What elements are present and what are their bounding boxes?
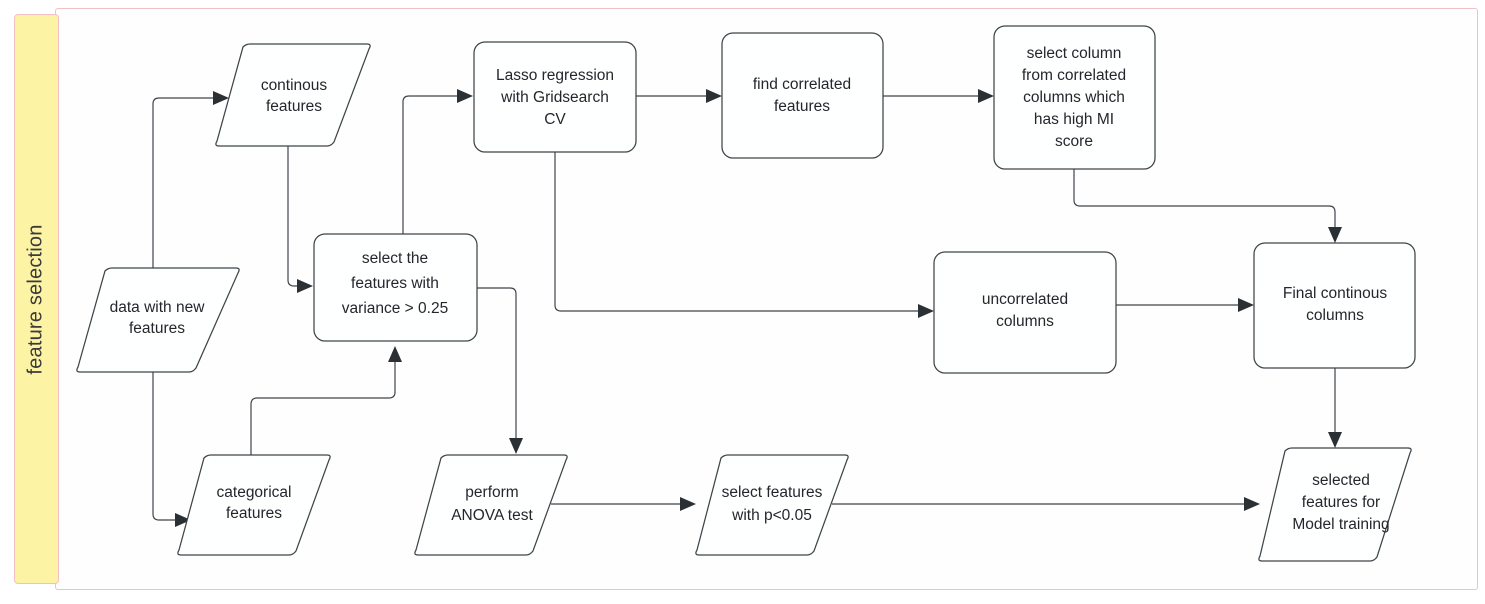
node-label-line: features with: [351, 275, 439, 292]
node-select-features-p005[interactable]: select features with p<0.05: [695, 454, 849, 556]
edge-data-to-continous: [152, 91, 229, 270]
node-label-line: Lasso regression: [496, 67, 614, 84]
edge-select-variance-to-lasso: [402, 89, 473, 234]
node-perform-anova-test[interactable]: perform ANOVA test: [414, 454, 568, 556]
node-label-line: from correlated: [1022, 67, 1126, 84]
edge-find-correlated-to-select-column: [883, 89, 994, 103]
node-label-line: features: [226, 505, 282, 522]
node-label-line: Final continous: [1283, 285, 1388, 302]
node-label-line: select the: [362, 250, 428, 267]
edge-lasso-to-uncorrelated: [554, 152, 934, 318]
node-label-line: perform: [465, 484, 518, 501]
node-selected-features-model-training[interactable]: selected features for Model training: [1258, 447, 1412, 562]
node-label-line: columns which: [1023, 89, 1125, 106]
node-select-column-high-mi-score[interactable]: select column from correlated columns wh…: [993, 25, 1156, 170]
edge-pvalue-to-selected-features: [832, 497, 1260, 511]
node-data-with-new-features[interactable]: data with new features: [76, 267, 240, 373]
node-label-line: features for: [1302, 494, 1380, 511]
node-label-line: ANOVA test: [451, 507, 533, 524]
swimlane-feature-selection: feature selection: [14, 14, 59, 584]
node-label-line: data with new: [110, 299, 206, 316]
edge-uncorrelated-to-final-continous: [1116, 298, 1254, 312]
node-label-line: variance > 0.25: [342, 300, 448, 317]
node-lasso-regression-gridsearch-cv[interactable]: Lasso regression with Gridsearch CV: [473, 41, 637, 153]
node-label-line: columns: [1306, 307, 1364, 324]
edge-anova-to-pvalue: [551, 497, 696, 511]
edge-data-to-categorical: [152, 372, 191, 527]
node-select-features-variance[interactable]: select the features with variance > 0.25: [313, 233, 478, 342]
edge-select-variance-to-anova: [477, 287, 523, 454]
edge-categorical-to-select-variance: [250, 346, 402, 455]
node-label-line: uncorrelated: [982, 291, 1068, 308]
node-label-line: continous: [261, 77, 328, 94]
node-continous-features[interactable]: continous features: [215, 43, 371, 147]
node-label-line: with Gridsearch: [500, 89, 609, 106]
node-find-correlated-features[interactable]: find correlated features: [721, 32, 884, 159]
node-label-line: has high MI: [1034, 111, 1114, 128]
node-layer: data with new features continous feature…: [76, 25, 1416, 562]
edge-select-column-to-final-continous: [1073, 169, 1342, 243]
node-label-line: features: [266, 98, 322, 115]
node-uncorrelated-columns[interactable]: uncorrelated columns: [933, 251, 1117, 374]
node-final-continous-columns[interactable]: Final continous columns: [1253, 242, 1416, 369]
node-label-line: features: [774, 98, 830, 115]
edge-layer: [152, 89, 1342, 527]
edge-lasso-to-find-correlated: [636, 89, 722, 103]
edge-continous-to-select-variance: [287, 146, 313, 293]
node-label-line: select column: [1027, 45, 1122, 62]
node-label-line: Model training: [1292, 516, 1389, 533]
edge-final-continous-to-selected-features: [1328, 368, 1342, 448]
node-label-line: columns: [996, 313, 1054, 330]
node-label-line: features: [129, 320, 185, 337]
node-label-line: selected: [1312, 472, 1370, 489]
node-categorical-features[interactable]: categorical features: [177, 454, 331, 556]
node-label-line: with p<0.05: [731, 507, 812, 524]
node-label-line: select features: [722, 484, 823, 501]
node-label-line: score: [1055, 133, 1093, 150]
node-label-line: find correlated: [753, 76, 851, 93]
node-label-line: categorical: [217, 484, 292, 501]
node-label-line: CV: [544, 111, 566, 128]
